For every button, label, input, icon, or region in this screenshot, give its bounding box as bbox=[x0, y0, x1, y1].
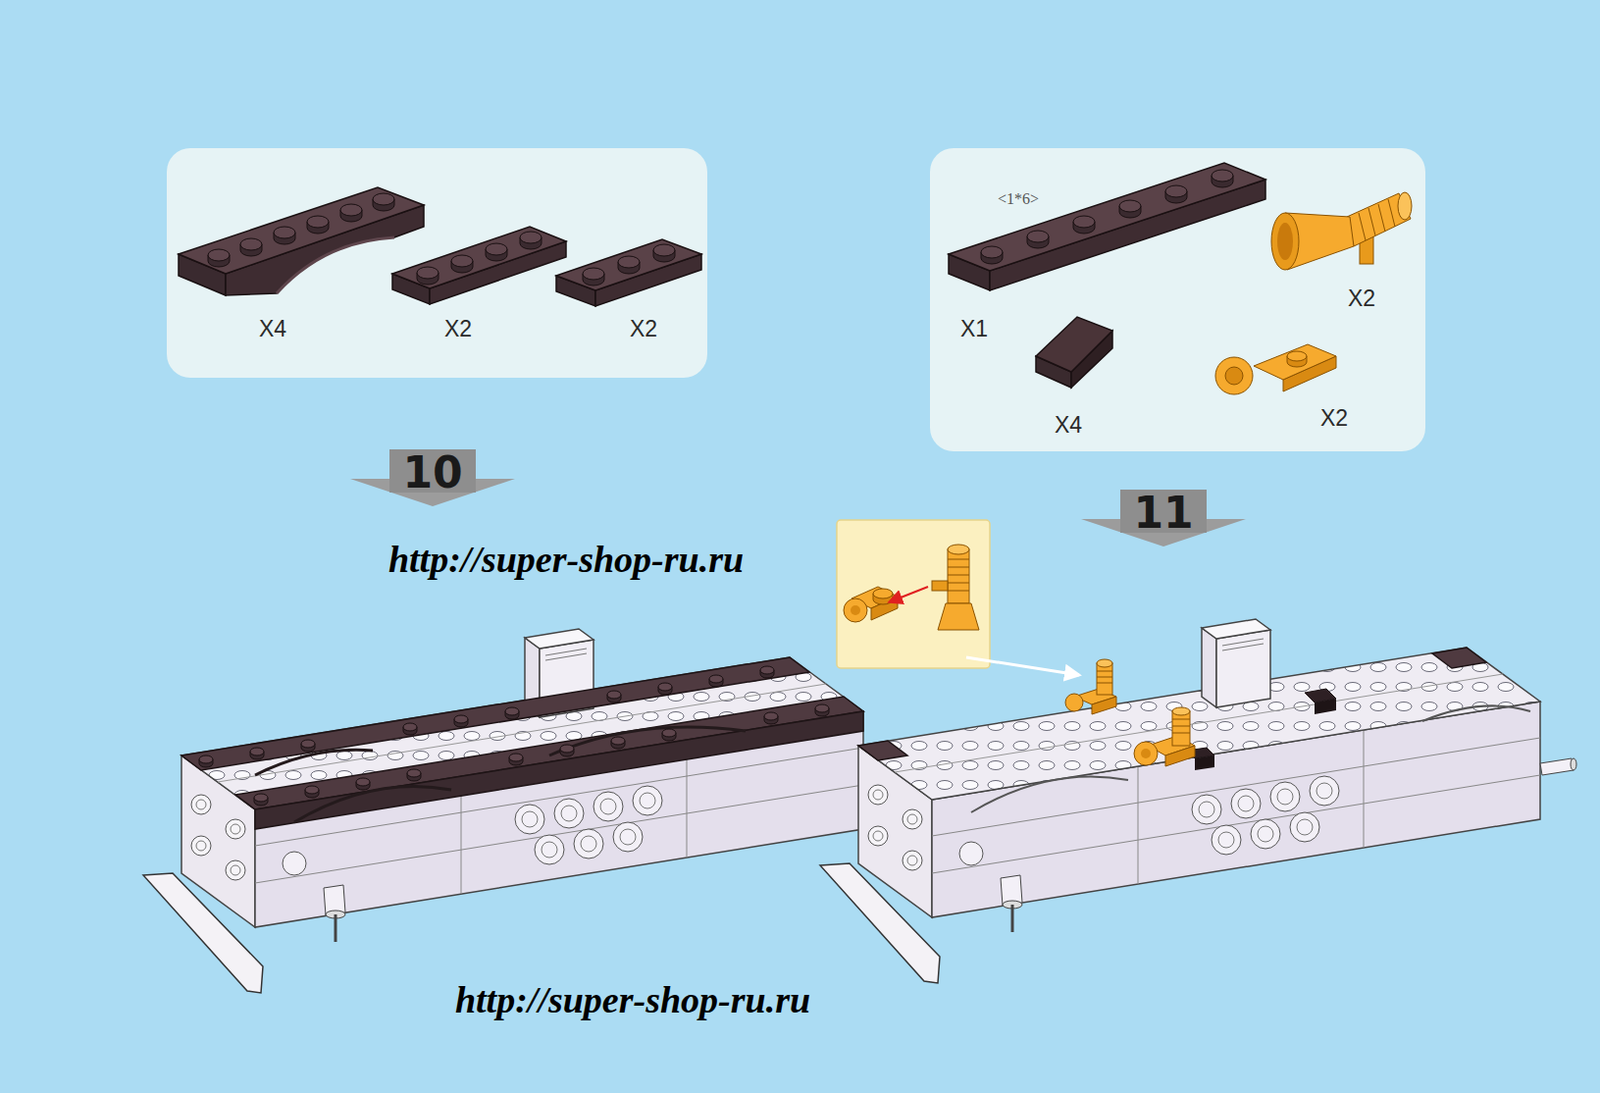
quantity-label: X4 bbox=[258, 315, 287, 343]
parts-panel: <1*6>X1X2X4X2 bbox=[929, 148, 1426, 452]
step-arrow: 11 bbox=[1081, 489, 1246, 547]
quantity-label: X2 bbox=[1347, 285, 1376, 312]
parts-drawing bbox=[166, 148, 708, 378]
step-arrow: 10 bbox=[350, 449, 516, 507]
quantity-label: X2 bbox=[1320, 405, 1348, 432]
brown-arch-strips bbox=[181, 657, 864, 829]
step-number: 10 bbox=[402, 447, 463, 498]
size-label: <1*6> bbox=[997, 190, 1039, 208]
step-number: 11 bbox=[1133, 487, 1193, 538]
quantity-label: X1 bbox=[960, 315, 988, 343]
detail-callout bbox=[836, 519, 1080, 675]
watermark-url: http://super-shop-ru.ru bbox=[388, 537, 744, 581]
quantity-label: X4 bbox=[1054, 412, 1083, 439]
quantity-label: X2 bbox=[444, 315, 472, 343]
quantity-label: X2 bbox=[629, 315, 658, 343]
watermark-url: http://super-shop-ru.ru bbox=[455, 978, 811, 1022]
parts-panel: X4 X2 X2 bbox=[166, 148, 708, 378]
